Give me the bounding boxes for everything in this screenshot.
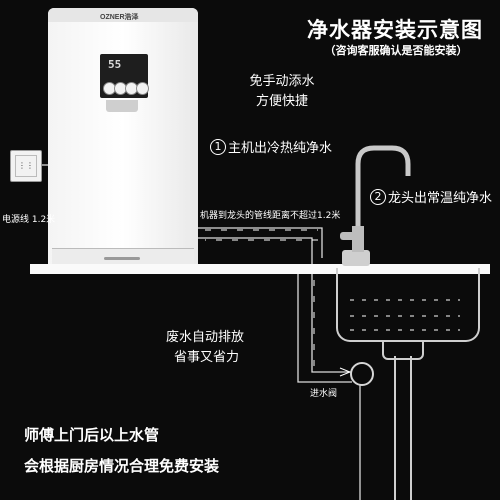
inlet-valve-icon [350, 362, 374, 386]
countertop [30, 264, 490, 274]
drain-pipe [394, 356, 412, 500]
brand-logo: OZNER浩泽 [100, 14, 139, 21]
feature-line-1: 免手动添水 [249, 74, 315, 89]
dispenser-top [48, 8, 198, 22]
water-dispenser [48, 8, 198, 270]
bottom-note-2: 会根据厨房情况合理免费安装 [24, 457, 220, 475]
flow-arrows [205, 229, 318, 366]
page-subtitle: （咨询客服确认是否能安装） [324, 44, 468, 57]
power-cord-label: 电源线 1.2米 [2, 215, 56, 225]
inlet-valve-label: 进水阀 [310, 389, 338, 399]
display-readout: 55 [108, 58, 122, 71]
page-title: 净水器安装示意图 [307, 18, 483, 42]
callout-2-number: 2 [370, 188, 386, 205]
feature-line-2: 方便快捷 [255, 94, 308, 109]
drain-line-2: 省事又省力 [174, 350, 240, 365]
pipe-distance-label: 机器到龙头的管线距离不超过1.2米 [200, 211, 341, 221]
sink-basin [336, 268, 480, 342]
faucet-gooseneck [355, 145, 411, 228]
callout-1-number: 1 [210, 138, 226, 155]
drip-tray-vent [104, 257, 140, 260]
pipe-drain-line [297, 274, 352, 383]
callout-2-text: 龙头出常温纯净水 [388, 191, 493, 206]
faucet-base [342, 250, 370, 266]
socket-outlet-icon: ⋮⋮ [15, 155, 37, 177]
drain-line-1: 废水自动排放 [166, 330, 245, 345]
pipe-to-faucet [198, 227, 323, 258]
pipe-to-valve [311, 274, 352, 373]
faucet-handle [340, 232, 356, 240]
sink-drain [382, 340, 424, 360]
panel-button-4[interactable] [136, 82, 149, 95]
bottom-note-1: 师傅上门后以上水管 [24, 426, 160, 444]
pipe-return [198, 237, 313, 264]
callout-1-text: 主机出冷热纯净水 [228, 141, 333, 156]
dispenser-nozzle [106, 100, 138, 112]
